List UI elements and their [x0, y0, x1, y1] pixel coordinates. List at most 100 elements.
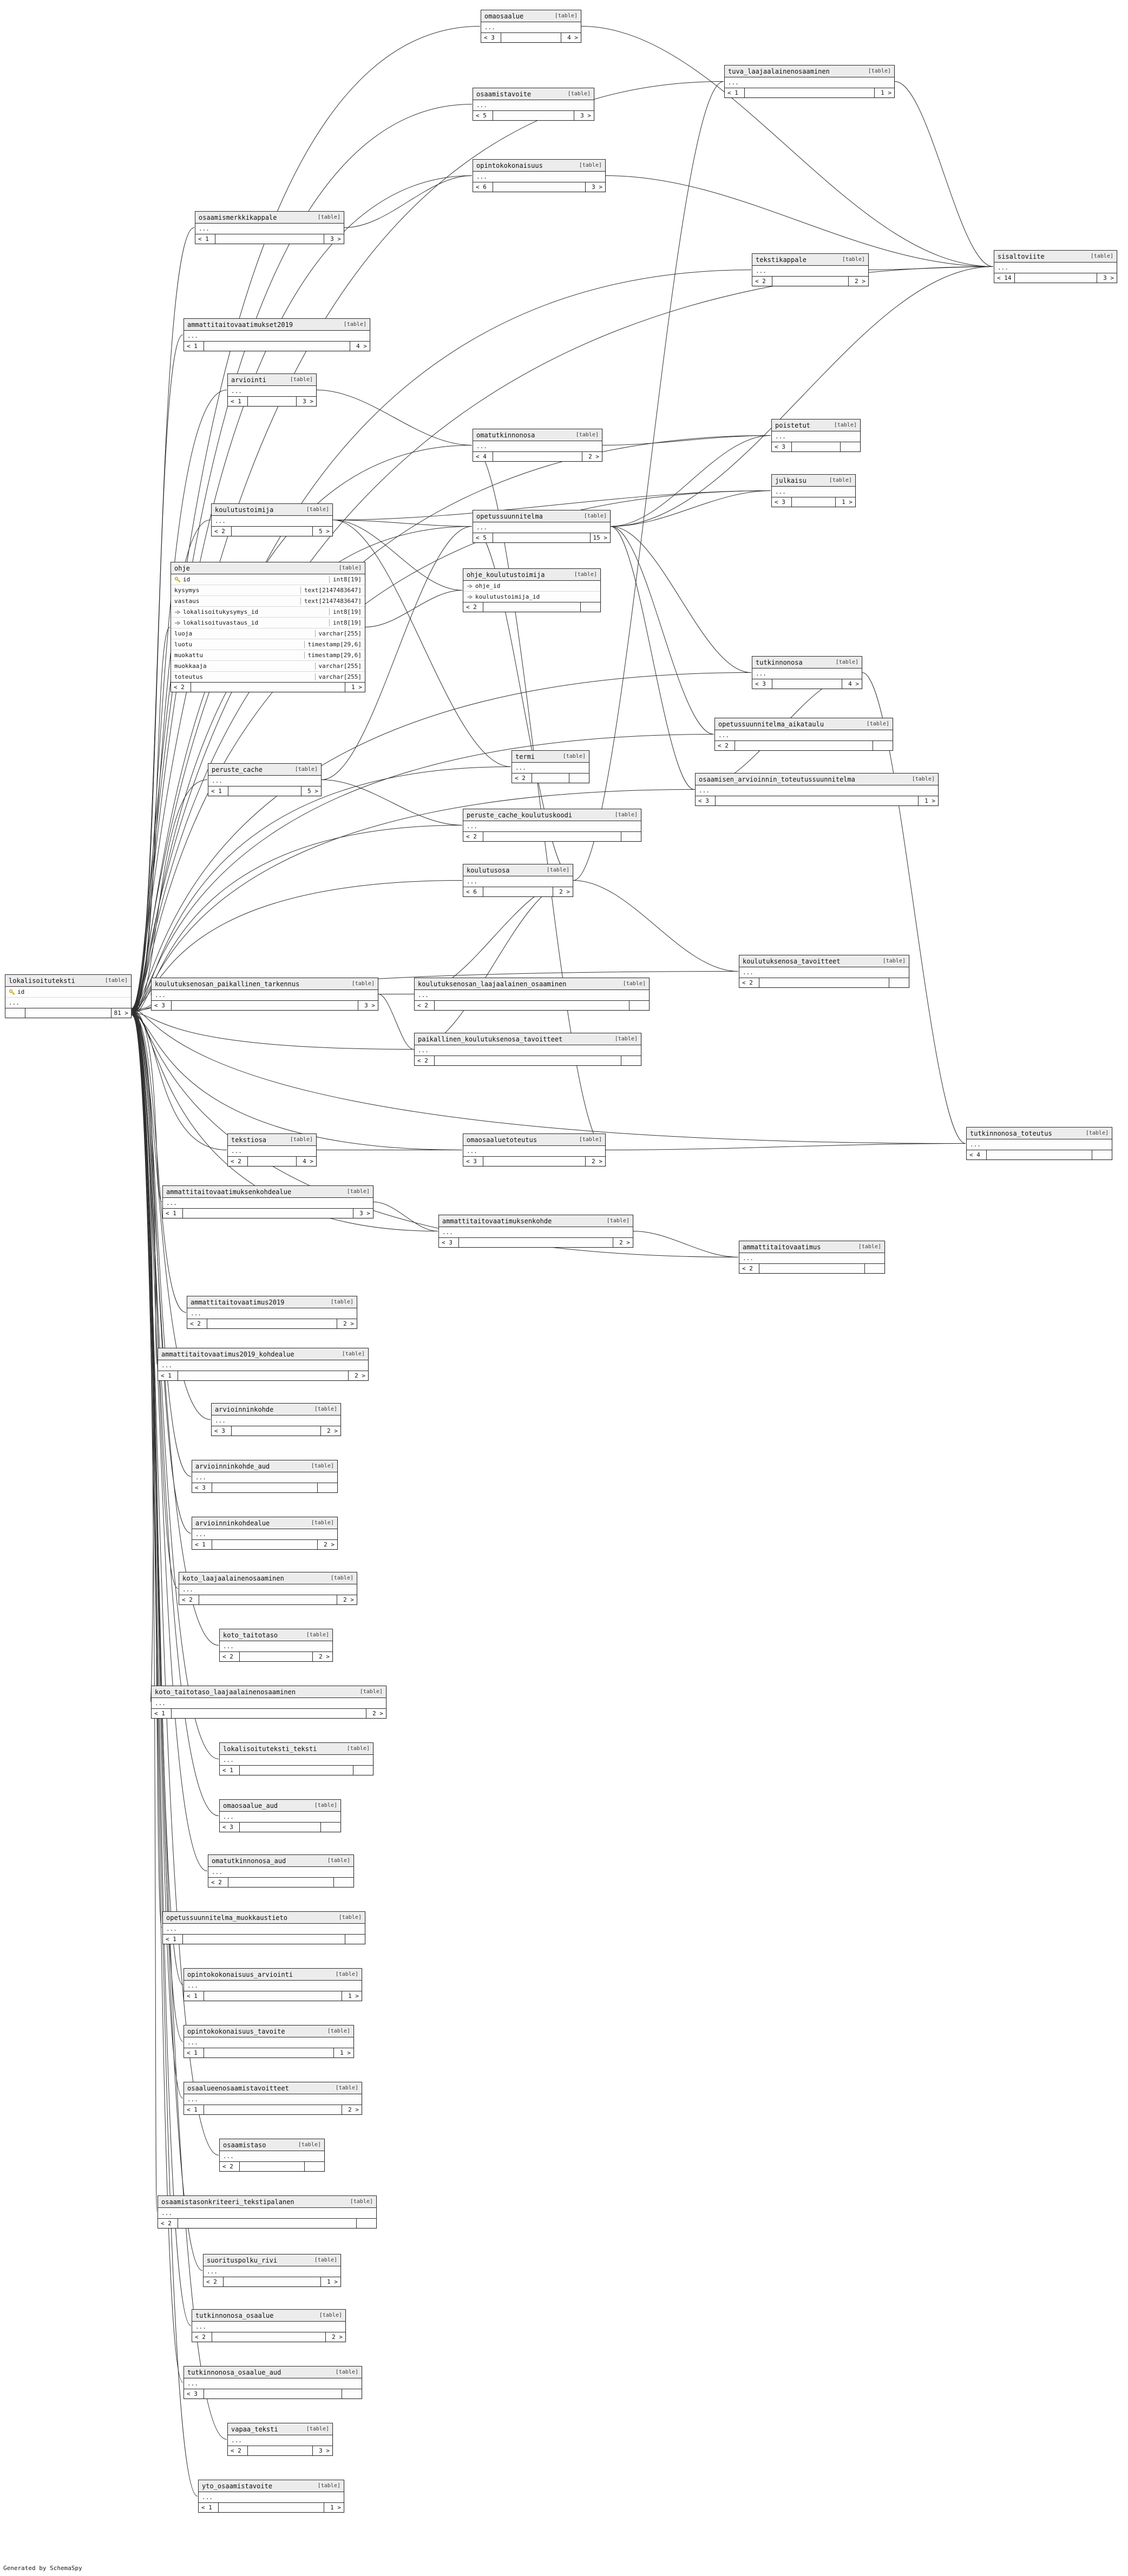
- table-node-tutkinnonosa_toteutus[interactable]: tutkinnonosa_toteutus [table] ... < 4: [966, 1127, 1112, 1160]
- table-node-peruste_cache_koulutuskoodi[interactable]: peruste_cache_koulutuskoodi [table] ... …: [463, 809, 641, 842]
- table-header[interactable]: tuva_laajaalainenosaaminen [table]: [725, 65, 894, 77]
- table-header[interactable]: opetussuunnitelma_muokkaustieto [table]: [163, 1912, 365, 1924]
- table-name[interactable]: julkaisu: [775, 476, 806, 484]
- table-node-koulutustoimija[interactable]: koulutustoimija [table] ... < 2 5 >: [211, 503, 333, 536]
- table-name[interactable]: tutkinnonosa_osaalue: [195, 2311, 274, 2319]
- table-name[interactable]: osaamistaso: [223, 2141, 266, 2149]
- table-node-osaamisen_arvioinnin_toteutussuunnitelma[interactable]: osaamisen_arvioinnin_toteutussuunnitelma…: [695, 773, 939, 806]
- table-header[interactable]: osaamistaso [table]: [220, 2139, 324, 2151]
- table-name[interactable]: omaosaalue_aud: [223, 1801, 278, 1810]
- table-header[interactable]: termi [table]: [512, 751, 589, 763]
- table-node-ammattitaitovaatimuksenkohdealue[interactable]: ammattitaitovaatimuksenkohdealue [table]…: [162, 1185, 373, 1218]
- table-node-koto_laajaalainenosaaminen[interactable]: koto_laajaalainenosaaminen [table] ... <…: [179, 1572, 357, 1605]
- table-node-osaamistavoite[interactable]: osaamistavoite [table] ... < 5 3 >: [473, 88, 594, 121]
- table-header[interactable]: ammattitaitovaatimus2019_kohdealue [tabl…: [158, 1348, 368, 1360]
- table-node-opintokokonaisuus_tavoite[interactable]: opintokokonaisuus_tavoite [table] ... < …: [183, 2025, 354, 2058]
- table-node-arviointi[interactable]: arviointi [table] ... < 1 3 >: [227, 373, 317, 407]
- table-name[interactable]: lokalisoituteksti_teksti: [223, 1745, 317, 1753]
- table-name[interactable]: poistetut: [775, 421, 811, 429]
- table-node-opetussuunnitelma_aikataulu[interactable]: opetussuunnitelma_aikataulu [table] ... …: [714, 718, 893, 751]
- table-node-ammattitaitovaatimus2019_kohdealue[interactable]: ammattitaitovaatimus2019_kohdealue [tabl…: [158, 1348, 369, 1381]
- table-name[interactable]: ohje: [174, 564, 190, 572]
- table-node-ammattitaitovaatimus2019[interactable]: ammattitaitovaatimus2019 [table] ... < 2…: [187, 1296, 357, 1329]
- table-name[interactable]: arvioinninkohde: [215, 1405, 274, 1413]
- table-name[interactable]: ammattitaitovaatimuksenkohdealue: [166, 1188, 292, 1196]
- table-header[interactable]: arviointi [table]: [228, 374, 316, 386]
- table-name[interactable]: arvioinninkohdealue: [195, 1519, 270, 1527]
- table-node-omaosaalue[interactable]: omaosaalue [table] ... < 3 4 >: [481, 10, 581, 43]
- table-node-opintokokonaisuus[interactable]: opintokokonaisuus [table] ... < 6 3 >: [473, 159, 606, 192]
- table-header[interactable]: ammattitaitovaatimus [table]: [739, 1241, 884, 1253]
- table-name[interactable]: koto_taitotaso: [223, 1631, 278, 1639]
- table-header[interactable]: koulutustoimija [table]: [212, 504, 332, 516]
- column-row[interactable]: id: [5, 987, 131, 998]
- table-header[interactable]: osaamistasonkriteeri_tekstipalanen [tabl…: [158, 2196, 376, 2208]
- table-node-poistetut[interactable]: poistetut [table] ... < 3: [771, 419, 861, 452]
- table-header[interactable]: sisaltoviite [table]: [994, 251, 1117, 263]
- table-name[interactable]: arvioinninkohde_aud: [195, 1462, 270, 1470]
- table-header[interactable]: osaamistavoite [table]: [473, 88, 594, 100]
- table-node-termi[interactable]: termi [table] ... < 2: [511, 750, 589, 783]
- table-node-opetussuunnitelma[interactable]: opetussuunnitelma [table] ... < 5 15 >: [473, 510, 611, 543]
- table-node-osaamistasonkriteeri_tekstipalanen[interactable]: osaamistasonkriteeri_tekstipalanen [tabl…: [158, 2195, 377, 2228]
- table-node-koulutuksenosan_laajaalainen_osaaminen[interactable]: koulutuksenosan_laajaalainen_osaaminen […: [414, 978, 650, 1011]
- table-node-lokalisoituteksti[interactable]: lokalisoituteksti [table] id... 81 >: [5, 974, 132, 1018]
- table-header[interactable]: koulutusosa [table]: [463, 864, 573, 876]
- table-node-omatutkinnonosa_aud[interactable]: omatutkinnonosa_aud [table] ... < 2: [208, 1854, 354, 1887]
- table-node-tekstiosa[interactable]: tekstiosa [table] ... < 2 4 >: [227, 1133, 317, 1166]
- table-name[interactable]: termi: [515, 752, 535, 761]
- table-node-osaalueenosaamistavoitteet[interactable]: osaalueenosaamistavoitteet [table] ... <…: [183, 2082, 362, 2115]
- table-header[interactable]: ohje [table]: [171, 562, 365, 574]
- table-name[interactable]: osaamistasonkriteeri_tekstipalanen: [161, 2198, 294, 2206]
- table-name[interactable]: opintokokonaisuus_tavoite: [187, 2027, 285, 2035]
- table-header[interactable]: paikallinen_koulutuksenosa_tavoitteet [t…: [415, 1033, 641, 1045]
- table-name[interactable]: ammattitaitovaatimuksenkohde: [442, 1217, 552, 1225]
- table-node-tutkinnonosa_osaalue_aud[interactable]: tutkinnonosa_osaalue_aud [table] ... < 3: [183, 2366, 362, 2399]
- table-node-tutkinnonosa[interactable]: tutkinnonosa [table] ... < 3 4 >: [752, 656, 862, 689]
- table-node-yto_osaamistavoite[interactable]: yto_osaamistavoite [table] ... < 1 1 >: [198, 2480, 344, 2513]
- table-node-julkaisu[interactable]: julkaisu [table] ... < 3 1 >: [771, 474, 856, 507]
- table-node-koulutuksenosa_tavoitteet[interactable]: koulutuksenosa_tavoitteet [table] ... < …: [739, 955, 909, 988]
- table-header[interactable]: tutkinnonosa [table]: [752, 657, 862, 668]
- table-name[interactable]: osaamismerkkikappale: [199, 213, 277, 221]
- table-header[interactable]: opintokokonaisuus [table]: [473, 160, 605, 172]
- table-node-tekstikappale[interactable]: tekstikappale [table] ... < 2 2 >: [752, 253, 869, 286]
- table-node-ammattitaitovaatimuksenkohde[interactable]: ammattitaitovaatimuksenkohde [table] ...…: [438, 1215, 633, 1248]
- table-name[interactable]: tekstiosa: [231, 1136, 267, 1144]
- table-header[interactable]: opintokokonaisuus_tavoite [table]: [184, 2026, 353, 2037]
- table-node-koto_taitotaso[interactable]: koto_taitotaso [table] ... < 2 2 >: [219, 1629, 333, 1662]
- table-name[interactable]: koulutuksenosan_laajaalainen_osaaminen: [418, 980, 567, 988]
- table-node-tuva_laajaalainenosaaminen[interactable]: tuva_laajaalainenosaaminen [table] ... <…: [724, 65, 895, 98]
- table-name[interactable]: koulutuksenosan_paikallinen_tarkennus: [155, 980, 300, 988]
- table-header[interactable]: opetussuunnitelma [table]: [473, 510, 610, 522]
- table-header[interactable]: osaalueenosaamistavoitteet [table]: [184, 2082, 362, 2094]
- table-node-omatutkinnonosa[interactable]: omatutkinnonosa [table] ... < 4 2 >: [473, 429, 602, 462]
- table-node-peruste_cache[interactable]: peruste_cache [table] ... < 1 5 >: [208, 763, 322, 796]
- table-name[interactable]: opetussuunnitelma_muokkaustieto: [166, 1913, 287, 1922]
- table-header[interactable]: tutkinnonosa_osaalue [table]: [192, 2310, 345, 2322]
- table-header[interactable]: omaosaalue [table]: [481, 10, 581, 22]
- table-name[interactable]: omaosaalue: [484, 12, 524, 20]
- table-header[interactable]: koto_taitotaso_laajaalainenosaaminen [ta…: [152, 1686, 386, 1698]
- table-node-suorituspolku_rivi[interactable]: suorituspolku_rivi [table] ... < 2 1 >: [203, 2254, 341, 2287]
- table-header[interactable]: tekstikappale [table]: [752, 254, 868, 266]
- table-node-koulutusosa[interactable]: koulutusosa [table] ... < 6 2 >: [463, 864, 573, 897]
- table-name[interactable]: tekstikappale: [756, 255, 806, 264]
- table-header[interactable]: tutkinnonosa_osaalue_aud [table]: [184, 2367, 362, 2378]
- table-name[interactable]: lokalisoituteksti: [9, 976, 75, 985]
- table-node-arvioinninkohde_aud[interactable]: arvioinninkohde_aud [table] ... < 3: [192, 1460, 338, 1493]
- table-name[interactable]: koto_taitotaso_laajaalainenosaaminen: [155, 1688, 296, 1696]
- table-header[interactable]: yto_osaamistavoite [table]: [199, 2480, 344, 2492]
- column-row[interactable]: ohje_id: [463, 581, 600, 592]
- table-header[interactable]: julkaisu [table]: [772, 475, 855, 487]
